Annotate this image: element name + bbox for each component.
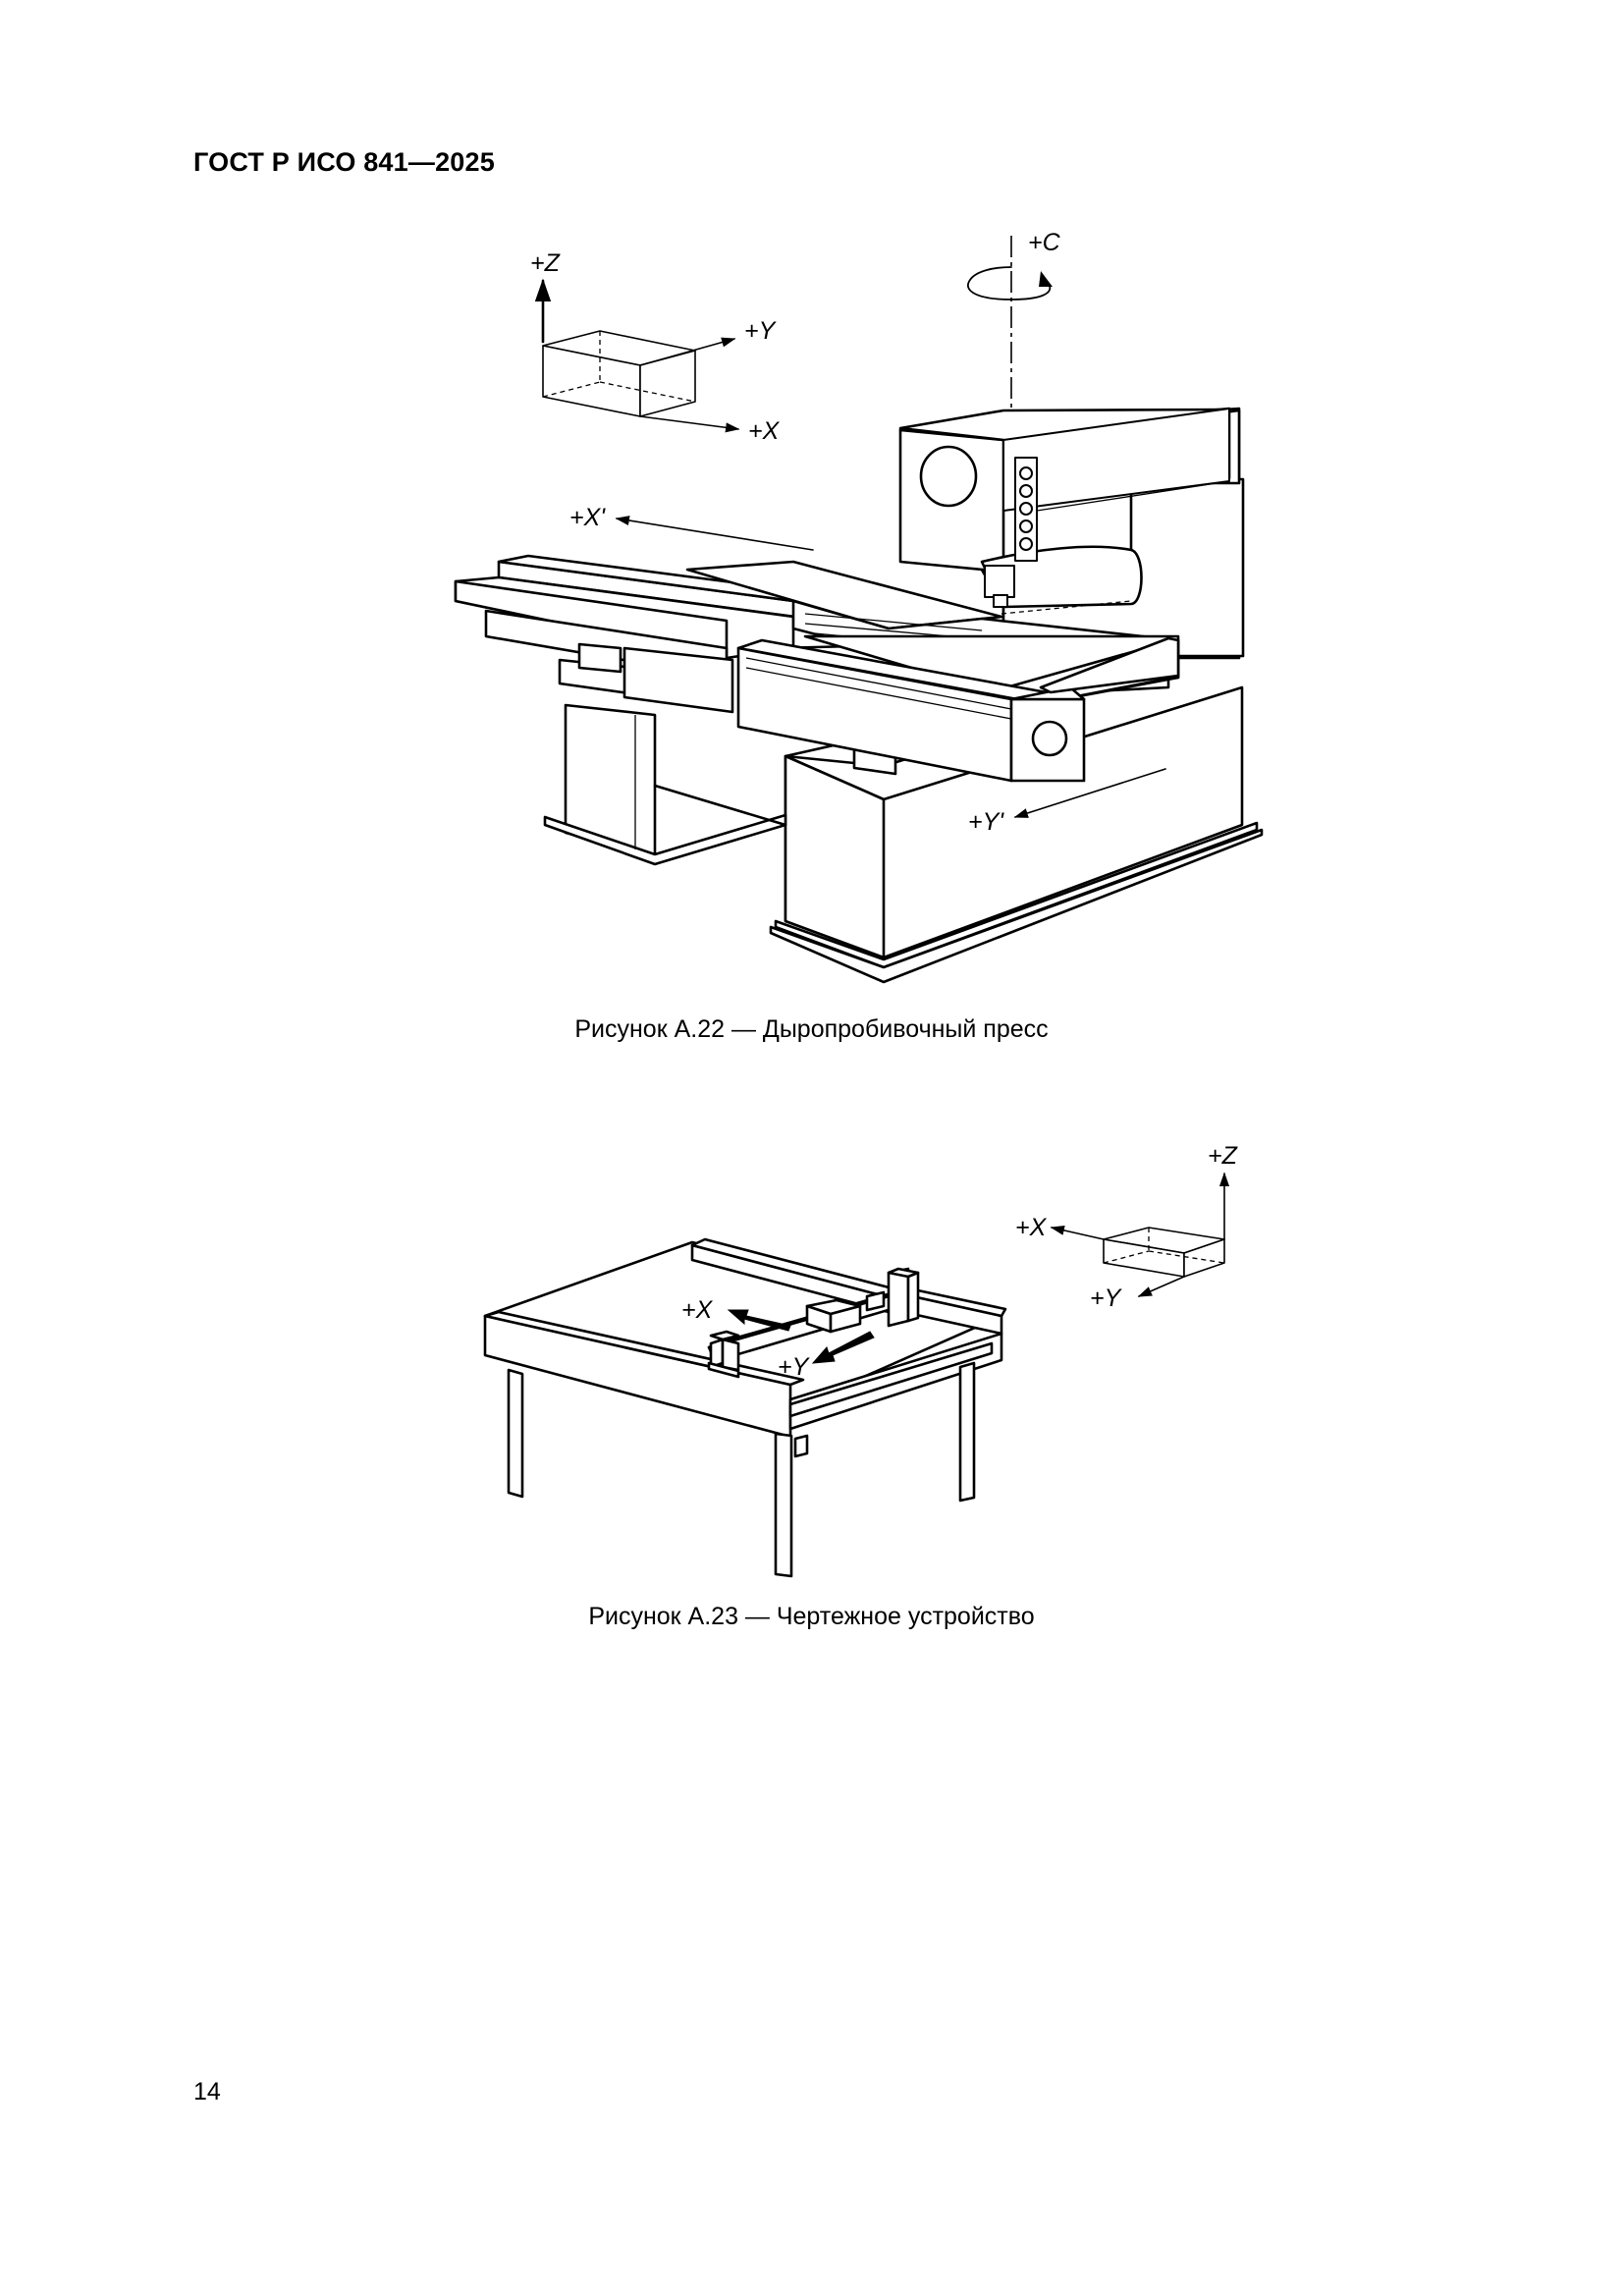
fig22-label-x-prime: +X' [569, 504, 606, 531]
fig23-label-z: +Z [1208, 1142, 1238, 1170]
fig22-table-round-hole [1031, 720, 1068, 757]
figure-a22-caption: Рисунок А.22 — Дыропробивочный пресс [574, 1015, 1049, 1043]
fig22-machine-base [543, 685, 1264, 984]
fig22-label-c: +C [1028, 229, 1061, 256]
fig23-label-y: +Y [1090, 1285, 1123, 1312]
figure-a22-punch-press-drawing: +Z +Y +X +C [454, 229, 1264, 984]
fig22-label-y-prime: +Y' [968, 808, 1004, 836]
fig22-press-round-window [919, 445, 978, 508]
fig22-table-and-rails [454, 554, 1180, 783]
fig22-label-z: +Z [530, 249, 561, 277]
page-number: 14 [193, 2078, 221, 2105]
document-header: ГОСТ Р ИСО 841—2025 [193, 147, 495, 177]
fig23-label-x: +X [1015, 1214, 1048, 1241]
fig22-c-axis: +C [967, 229, 1061, 424]
fig23-label-y-table: +Y [778, 1353, 811, 1381]
fig22-label-x: +X [748, 417, 781, 445]
fig22-axis-triad: +Z +Y +X [530, 249, 781, 445]
fig22-press-frame [898, 407, 1245, 660]
figure-a23-drafting-machine-drawing: +Z +X +Y [483, 1142, 1238, 1578]
fig23-gantry [707, 1267, 920, 1379]
figure-a23-caption: Рисунок А.23 — Чертежное устройство [588, 1603, 1035, 1630]
fig22-label-y: +Y [744, 317, 778, 345]
fig23-label-x-table: +X [681, 1296, 714, 1324]
fig23-axis-triad: +Z +X +Y [1015, 1142, 1238, 1312]
